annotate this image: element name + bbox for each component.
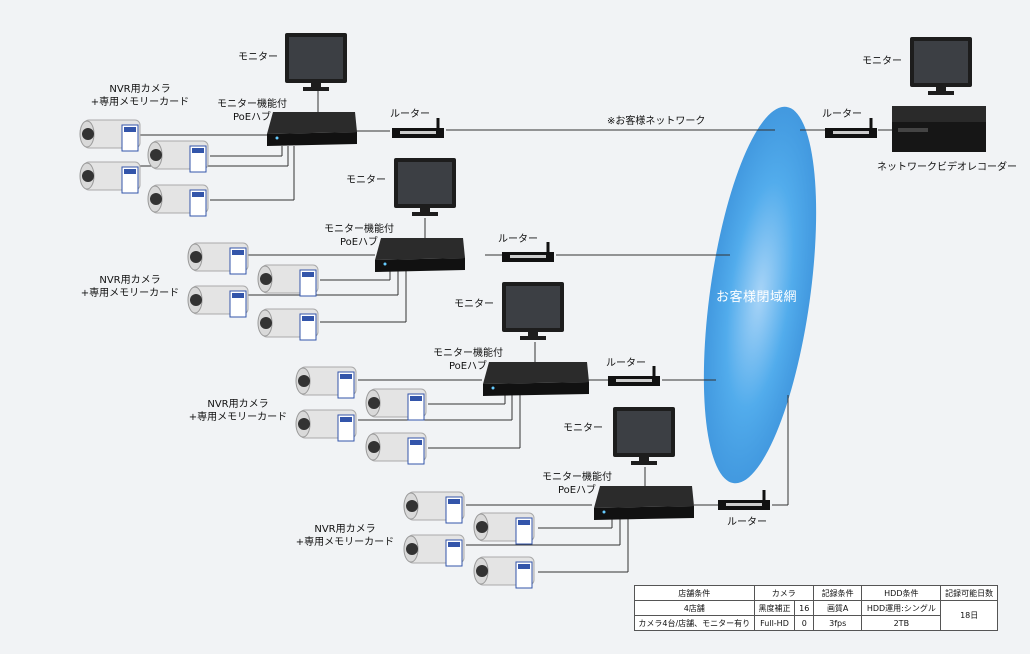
monitor-label: モニター bbox=[346, 175, 386, 186]
router-label: ルーター bbox=[822, 109, 862, 120]
hub-label-line1: モニター機能付 bbox=[217, 99, 287, 110]
hub-label-line1: モニター機能付 bbox=[324, 224, 394, 235]
hub-label-line2: PoEハブ bbox=[339, 237, 379, 248]
nvr-label: ネットワークビデオレコーダー bbox=[877, 162, 1017, 173]
hub-label-line2: PoEハブ bbox=[232, 112, 272, 123]
router-icon bbox=[608, 366, 660, 386]
camera-label: NVR用カメラ +専用メモリーカード bbox=[285, 523, 405, 549]
camera-label: NVR用カメラ +専用メモリーカード bbox=[80, 83, 200, 109]
camera-label-line1: NVR用カメラ bbox=[99, 275, 161, 286]
poe-hub-icon bbox=[483, 362, 589, 396]
camera-label: NVR用カメラ +専用メモリーカード bbox=[70, 274, 190, 300]
spec-table-header: 店舗条件 カメラ 記録条件 HDD条件 記録可能日数 bbox=[634, 585, 998, 601]
cell-hdd: HDD運用:シングル bbox=[861, 600, 942, 616]
camera-icon bbox=[147, 184, 209, 217]
router-icon bbox=[718, 490, 770, 510]
cell-record: 画質A bbox=[813, 600, 863, 616]
camera-icon bbox=[79, 119, 141, 152]
monitor-icon bbox=[910, 37, 972, 95]
header-hdd: HDD条件 bbox=[861, 585, 942, 601]
cell-record: 3fps bbox=[813, 615, 863, 631]
monitor-icon bbox=[502, 282, 564, 340]
spec-table-row: 4店舗 黑度補正 16 画質A HDD運用:シングル 18日 bbox=[634, 600, 998, 631]
camera-label-line1: NVR用カメラ bbox=[314, 524, 376, 535]
header-days: 記録可能日数 bbox=[940, 585, 998, 601]
camera-label: NVR用カメラ +専用メモリーカード bbox=[178, 398, 298, 424]
camera-label-line2: +専用メモリーカード bbox=[80, 288, 180, 299]
cell-camera-count: 0 bbox=[794, 615, 815, 631]
hub-label: モニター機能付 PoEハブ bbox=[532, 471, 622, 497]
monitor-label: モニター bbox=[862, 56, 902, 67]
camera-icon bbox=[257, 308, 319, 341]
cell-store: 4店舗 bbox=[634, 600, 755, 616]
camera-icon bbox=[365, 388, 427, 421]
cell-camera-type: 黑度補正 bbox=[753, 600, 796, 616]
camera-icon bbox=[295, 409, 357, 442]
camera-label-line2: +専用メモリーカード bbox=[188, 412, 288, 423]
hub-label-line2: PoEハブ bbox=[448, 361, 488, 372]
spec-table-row: カメラ4台/店舗、モニター有り Full-HD 0 3fps 2TB bbox=[634, 615, 998, 631]
cell-days: 18日 bbox=[940, 600, 998, 631]
router-icon bbox=[392, 118, 444, 138]
camera-label-line2: +専用メモリーカード bbox=[90, 97, 190, 108]
customer-network-label: ※お客様ネットワーク bbox=[607, 116, 706, 127]
cell-camera-type: Full-HD bbox=[753, 615, 796, 631]
header-camera: カメラ bbox=[753, 585, 815, 601]
camera-icon bbox=[257, 264, 319, 297]
camera-icon bbox=[473, 556, 535, 589]
hub-label: モニター機能付 PoEハブ bbox=[314, 223, 404, 249]
poe-hub-icon bbox=[375, 238, 465, 272]
cell-camera-count: 16 bbox=[794, 600, 815, 616]
camera-icon bbox=[473, 512, 535, 545]
monitor-icon bbox=[394, 158, 456, 216]
cell-hdd: 2TB bbox=[861, 615, 942, 631]
poe-hub-icon bbox=[594, 486, 694, 520]
monitor-icon bbox=[613, 407, 675, 465]
router-label: ルーター bbox=[606, 358, 646, 369]
header-store: 店舗条件 bbox=[634, 585, 755, 601]
spec-table: 店舗条件 カメラ 記録条件 HDD条件 記録可能日数 4店舗 黑度補正 16 画… bbox=[634, 585, 998, 631]
router-label: ルーター bbox=[498, 234, 538, 245]
monitor-label: モニター bbox=[238, 52, 278, 63]
hub-label-line2: PoEハブ bbox=[557, 485, 597, 496]
hub-label: モニター機能付 PoEハブ bbox=[207, 98, 297, 124]
router-icon bbox=[825, 118, 877, 138]
router-label: ルーター bbox=[390, 109, 430, 120]
monitor-icon bbox=[285, 33, 347, 91]
nvr-icon bbox=[892, 106, 986, 152]
camera-icon bbox=[295, 366, 357, 399]
camera-label-line1: NVR用カメラ bbox=[109, 84, 171, 95]
monitor-label: モニター bbox=[454, 299, 494, 310]
poe-hub-icon bbox=[267, 112, 357, 146]
header-record: 記録条件 bbox=[813, 585, 863, 601]
hub-label-line1: モニター機能付 bbox=[542, 472, 612, 483]
camera-icon bbox=[187, 242, 249, 275]
camera-icon bbox=[403, 534, 465, 567]
camera-icon bbox=[79, 161, 141, 194]
closed-network-cloud bbox=[703, 106, 817, 484]
closed-network-label: お客様閉域網 bbox=[716, 290, 798, 305]
camera-icon bbox=[365, 432, 427, 465]
camera-icon bbox=[403, 491, 465, 524]
camera-icon bbox=[147, 140, 209, 173]
hub-label: モニター機能付 PoEハブ bbox=[423, 347, 513, 373]
monitor-label: モニター bbox=[563, 423, 603, 434]
router-icon bbox=[502, 242, 554, 262]
cell-store: カメラ4台/店舗、モニター有り bbox=[634, 615, 755, 631]
camera-label-line1: NVR用カメラ bbox=[207, 399, 269, 410]
camera-icon bbox=[187, 285, 249, 318]
router-label: ルーター bbox=[727, 517, 767, 528]
camera-label-line2: +専用メモリーカード bbox=[295, 537, 395, 548]
hub-label-line1: モニター機能付 bbox=[433, 348, 503, 359]
